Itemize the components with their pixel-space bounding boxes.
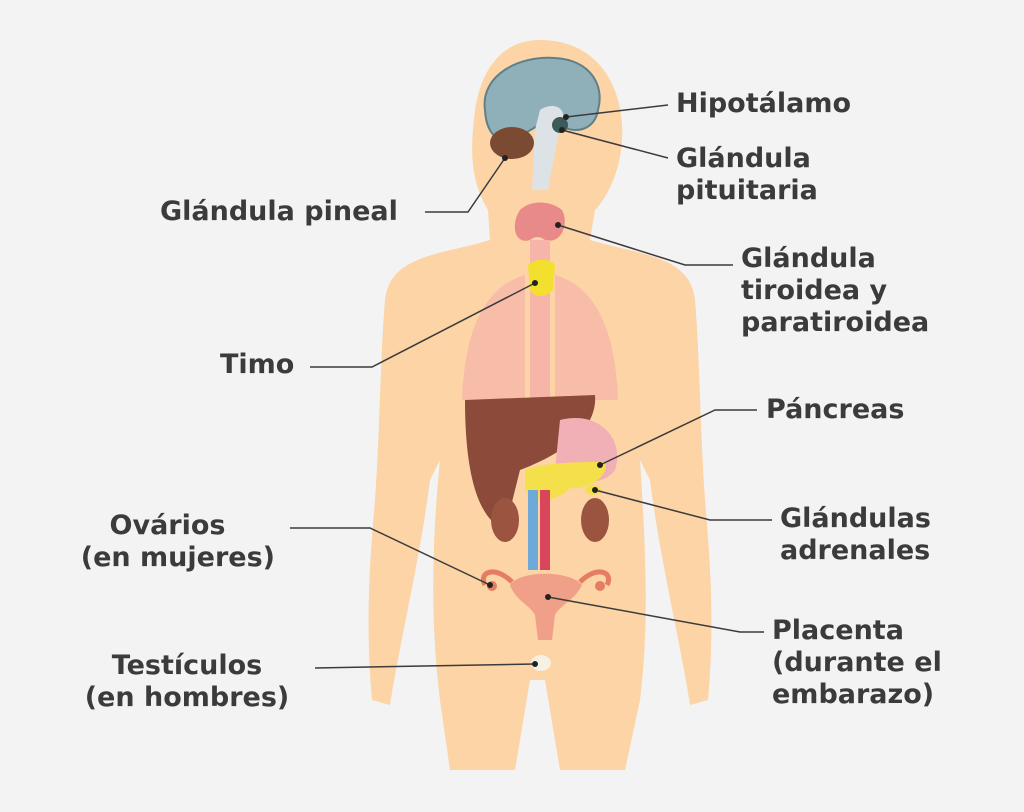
label-line: tiroidea y xyxy=(741,275,888,306)
label-line: Glándula xyxy=(741,243,876,274)
vena-cava xyxy=(528,490,538,570)
label-pancreas: Páncreas xyxy=(766,394,905,425)
label-line: embarazo) xyxy=(772,679,935,710)
label-line: Placenta xyxy=(772,615,904,646)
testes xyxy=(531,655,551,671)
label-testes: Testículos(en hombres) xyxy=(76,650,298,714)
aorta xyxy=(540,490,550,570)
label-line: (en hombres) xyxy=(84,682,290,713)
label-line: paratiroidea xyxy=(741,307,930,338)
label-line: Glándulas xyxy=(780,503,931,534)
label-thymus: Timo xyxy=(220,349,295,380)
label-pineal: Glándula pineal xyxy=(160,196,398,227)
ovary xyxy=(595,581,605,591)
label-line: (en mujeres) xyxy=(80,542,275,573)
thyroid-gland xyxy=(514,202,565,241)
label-line: pituitaria xyxy=(676,175,818,206)
label-ovaries: Ovários(en mujeres) xyxy=(60,510,275,574)
lung-left xyxy=(555,275,618,400)
pancreas-gland xyxy=(525,462,606,500)
uterus xyxy=(510,573,582,640)
label-line: adrenales xyxy=(780,535,931,566)
label-hypothalamus: Hipotálamo xyxy=(676,88,852,119)
thymus-gland xyxy=(528,259,555,296)
cerebellum xyxy=(490,127,534,159)
label-line: Testículos xyxy=(111,650,263,681)
lung-right xyxy=(462,275,525,400)
label-line: (durante el xyxy=(772,647,942,678)
leader-lines xyxy=(290,104,772,669)
kidney-right xyxy=(491,498,519,542)
label-line: Glándula xyxy=(676,143,811,174)
kidney-left xyxy=(581,498,609,542)
label-line: Ovários xyxy=(109,510,226,541)
